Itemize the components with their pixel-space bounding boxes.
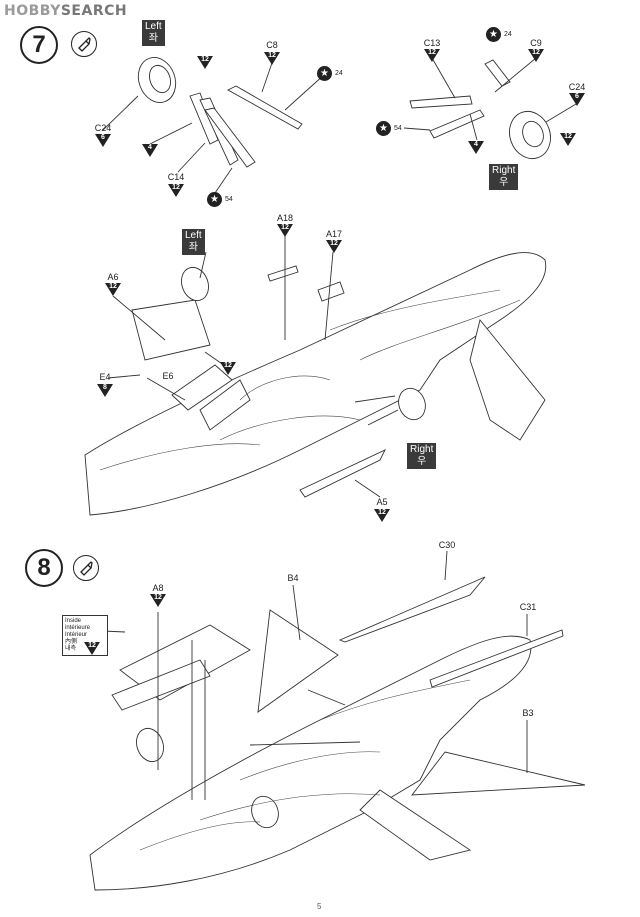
step-number-7-text: 7 [32,31,46,58]
right-side-kr-2: 우 [417,456,427,467]
step8-fuselage [89,550,586,891]
site-watermark: HOBBYSEARCH [4,3,127,19]
paint-code: 4 [148,144,152,151]
left-wheel-parts [102,57,326,194]
paint-code-marker: 12 [84,642,100,655]
step-number-7: 7 [20,26,58,64]
part-label-a5: A5 [376,497,388,507]
cement-tube-icon [78,37,91,52]
left-side-kr: 좌 [148,33,158,44]
watermark-prefix: HOBBY [4,3,61,19]
inside-note-line: Intérieur [65,632,88,638]
left-side-label: Left 좌 [142,20,165,46]
paint-code-marker: 4 [142,144,158,157]
right-side-en-2: Right [410,444,434,455]
paint-code: 4 [474,141,478,148]
cement-tube-icon [80,561,93,576]
paint-code: 12 [224,362,232,369]
decal-star-icon: ★ [486,27,501,42]
inside-note-line: 內側 [65,639,78,645]
watermark-suffix: SEARCH [60,3,128,19]
part-label-e6: E6 [162,371,174,381]
inside-note-line: 내측 [65,646,77,652]
inside-color-note: Inside intérieure Intérieur 內側 내측 [62,615,108,656]
left-side-kr-2: 좌 [188,242,198,253]
paint-code-marker: 12 [150,594,166,607]
paint-code-marker: 12 [168,184,184,197]
part-label-b4: B4 [287,573,299,583]
left-side-label-2: Left 좌 [182,229,205,255]
paint-code-marker: 12 [264,52,280,65]
paint-code: 12 [172,184,180,191]
part-label-a17: A17 [325,229,343,239]
glue-icon [71,31,97,57]
step7-fuselage [84,236,547,516]
part-label-b3: B3 [522,708,534,718]
part-label-c13: C13 [423,38,441,48]
paint-code-marker: 12 [424,49,440,62]
paint-code: 8 [103,384,107,391]
paint-code-marker: 6 [95,134,111,147]
step-number-8-text: 8 [37,554,51,581]
paint-code: 12 [88,642,96,649]
paint-code: 6 [575,93,579,100]
paint-code: 12 [532,49,540,56]
decal-number: 24 [504,31,512,38]
paint-code-marker: 8 [97,384,113,397]
paint-code: 12 [378,509,386,516]
page-number: 5 [317,902,322,911]
paint-code-marker: 12 [197,56,213,69]
inside-note-line: intérieure [65,625,91,631]
paint-code-marker: 12 [277,224,293,237]
decal-number: 54 [394,125,402,132]
paint-code: 12 [564,133,572,140]
part-label-a6: A6 [107,272,119,282]
right-side-label: Right 우 [489,164,519,190]
decal-number: 24 [335,70,343,77]
right-wheel-parts [403,57,577,160]
part-label-c30: C30 [438,540,456,550]
right-side-kr: 우 [499,177,509,188]
part-label-c9: C9 [530,38,542,48]
decal-number: 54 [225,196,233,203]
right-side-label-2: Right 우 [407,443,437,469]
paint-code-marker: 12 [326,240,342,253]
paint-code: 12 [109,283,117,290]
decal-star-icon: ★ [207,192,222,207]
inside-note-line: Inside [65,618,82,624]
paint-code-marker: 12 [528,49,544,62]
part-label-c24-right: C24 [568,82,586,92]
decal-star-icon: ★ [317,66,332,81]
paint-code-marker: 12 [220,362,236,375]
paint-code-marker: 4 [468,141,484,154]
paint-code-marker: 12 [560,133,576,146]
paint-code-marker: 12 [105,283,121,296]
part-label-e4: E4 [99,372,111,382]
part-label-a8: A8 [152,583,164,593]
part-label-c14: C14 [167,172,185,182]
paint-code: 12 [428,49,436,56]
paint-code: 12 [154,594,162,601]
right-side-en: Right [492,165,516,176]
paint-code: 12 [268,52,276,59]
part-label-c24: C24 [94,123,112,133]
part-label-c8: C8 [266,40,278,50]
paint-code: 12 [201,56,209,63]
left-side-en-2: Left [185,230,202,241]
paint-code-marker: 6 [569,93,585,106]
paint-code: 12 [281,224,289,231]
left-side-en: Left [145,21,162,32]
paint-code-marker: 12 [374,509,390,522]
part-label-a18: A18 [276,213,294,223]
paint-code: 6 [101,134,105,141]
part-label-c31: C31 [519,602,537,612]
glue-icon [73,555,99,581]
decal-star-icon: ★ [376,121,391,136]
step-number-8: 8 [25,549,63,587]
paint-code: 12 [330,240,338,247]
